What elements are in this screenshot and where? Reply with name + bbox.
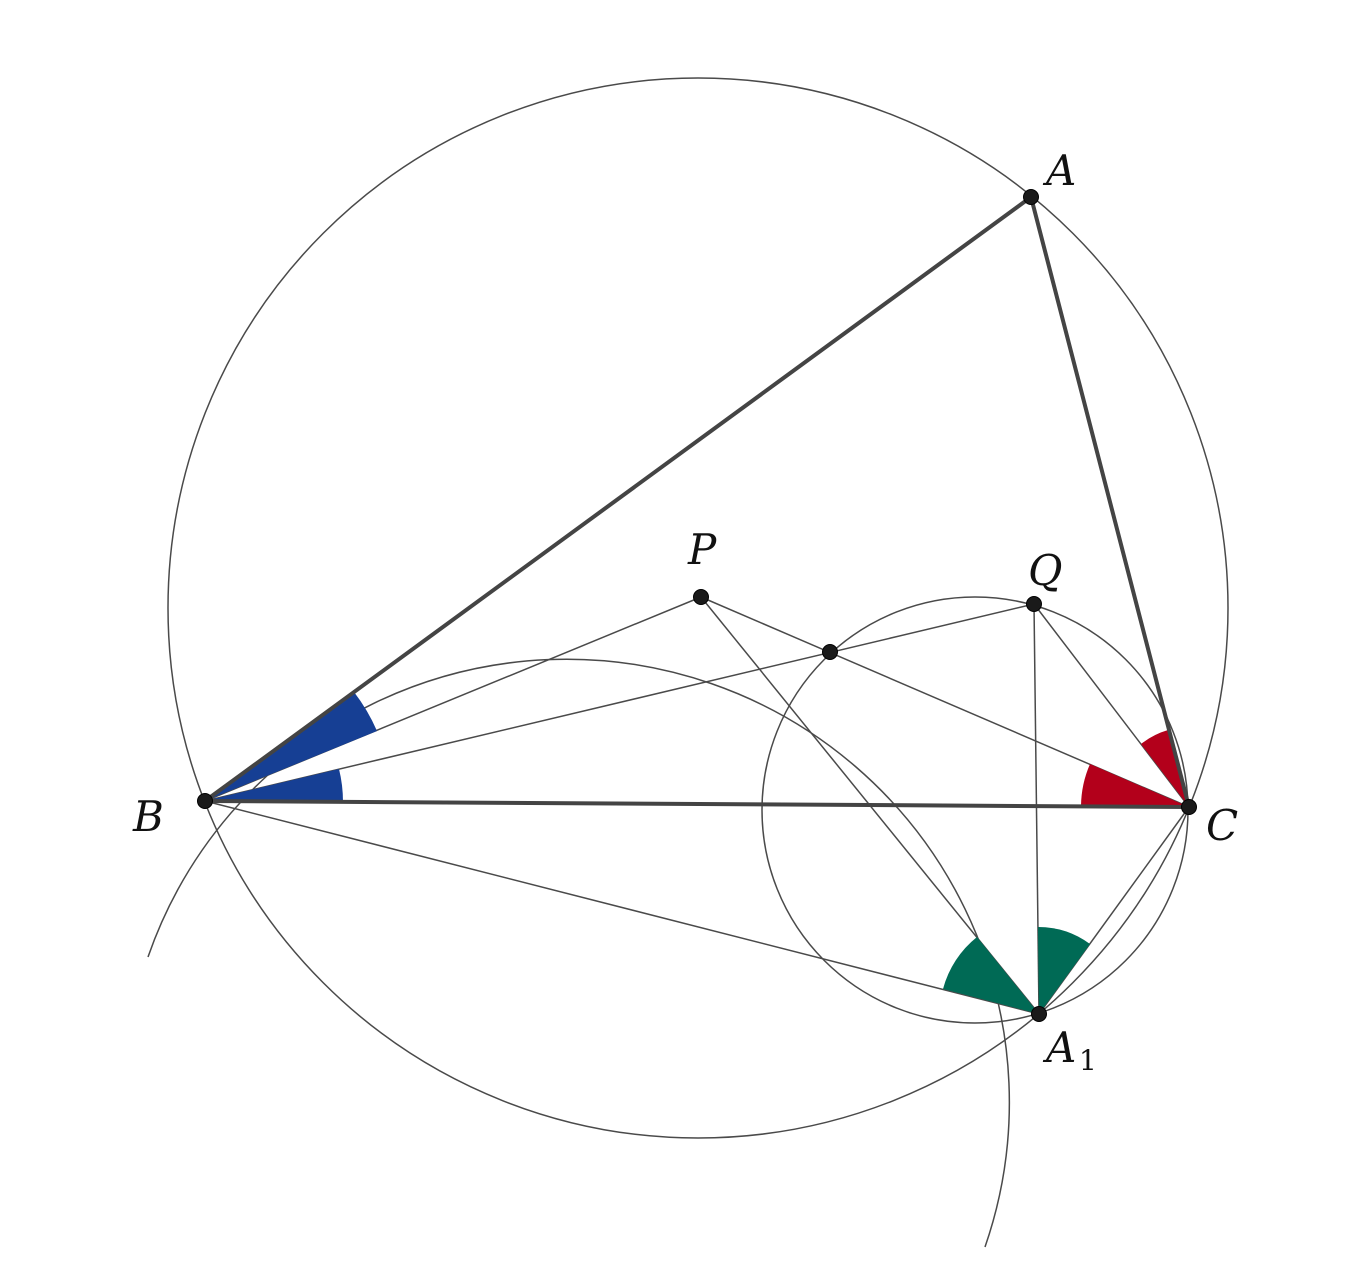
point-b [197,793,213,809]
angle-mark-qbc [205,769,343,802]
angle-mark-qa1c [1038,926,1090,1014]
label-a1: A [1042,1023,1076,1072]
point-c [1181,799,1197,815]
label-q: Q [1028,546,1062,595]
point-a [1023,189,1039,205]
line-b-q [204,603,1035,802]
point-intersection [822,644,838,660]
line-q-c [1033,603,1190,808]
label-c: C [1206,801,1238,850]
side-bc [203,799,1191,809]
line-q-a1 [1033,603,1040,1015]
angle-mark-pcb [1081,764,1189,807]
angle-mark-qca [1141,730,1189,807]
line-b-a1 [204,800,1040,1015]
triangle-abc [203,195,1191,809]
circumcircle [167,77,1229,1139]
angle-marks [205,692,1189,1014]
angle-mark-abp [205,692,377,801]
point-a1 [1031,1006,1047,1022]
label-p: P [687,525,717,574]
label-a1-subscript: 1 [1079,1044,1097,1077]
angle-mark-ba1p [943,937,1039,1014]
label-a: A [1042,146,1076,195]
point-labels: A B C P Q A 1 [132,146,1238,1077]
side-ac [1029,195,1191,809]
point-p [693,589,709,605]
label-b: B [132,792,164,841]
point-q [1026,596,1042,612]
side-ab [203,195,1033,803]
points [197,189,1197,1022]
